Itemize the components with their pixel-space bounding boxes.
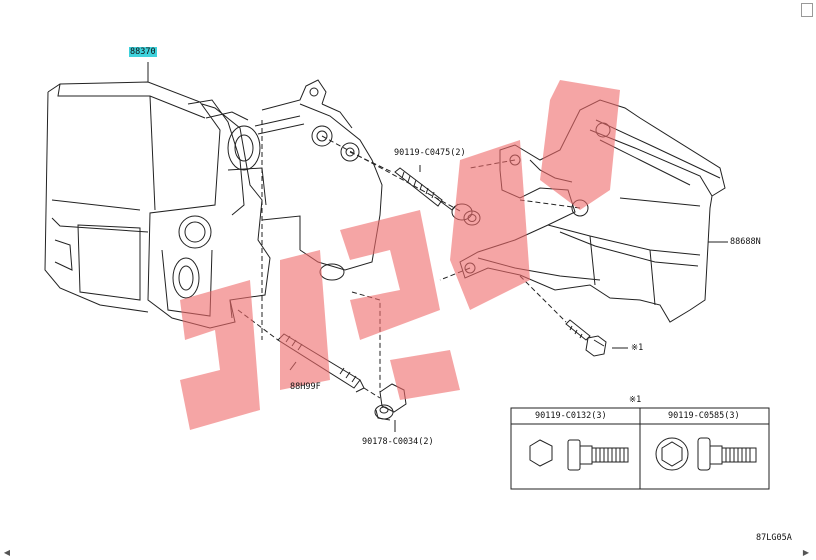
table-col-2-header[interactable]: 90119-C0585(3) <box>668 411 740 421</box>
label-stud[interactable]: 88H99F <box>290 382 321 392</box>
label-main-part[interactable]: 88370 <box>129 47 157 57</box>
label-ref-mark: ※1 <box>631 343 644 353</box>
label-nut[interactable]: 90178-C0034(2) <box>362 437 434 447</box>
watermark-logo <box>180 80 620 430</box>
main-part-highlight: 88370 <box>129 47 157 57</box>
label-bracket[interactable]: 88688N <box>730 237 761 247</box>
scroll-right-icon[interactable]: ▶ <box>802 548 810 557</box>
label-table-mark: ※1 <box>629 395 642 405</box>
nut-drawing <box>374 383 407 421</box>
label-bolt-top[interactable]: 90119-C0475(2) <box>394 148 466 158</box>
bolt-c0132-drawing <box>529 439 629 471</box>
scroll-left-icon[interactable]: ◀ <box>3 548 11 557</box>
dashed-alignment-lines <box>237 120 581 399</box>
bolt-lower-drawing <box>565 319 607 357</box>
illustration-code: 87LG05A <box>756 533 792 543</box>
bolt-c0585-drawing <box>655 437 757 471</box>
fastener-table-frame <box>510 407 770 490</box>
main-housing-drawing <box>44 79 383 329</box>
window-corner-box[interactable] <box>801 3 813 17</box>
table-col-1-header[interactable]: 90119-C0132(3) <box>535 411 607 421</box>
